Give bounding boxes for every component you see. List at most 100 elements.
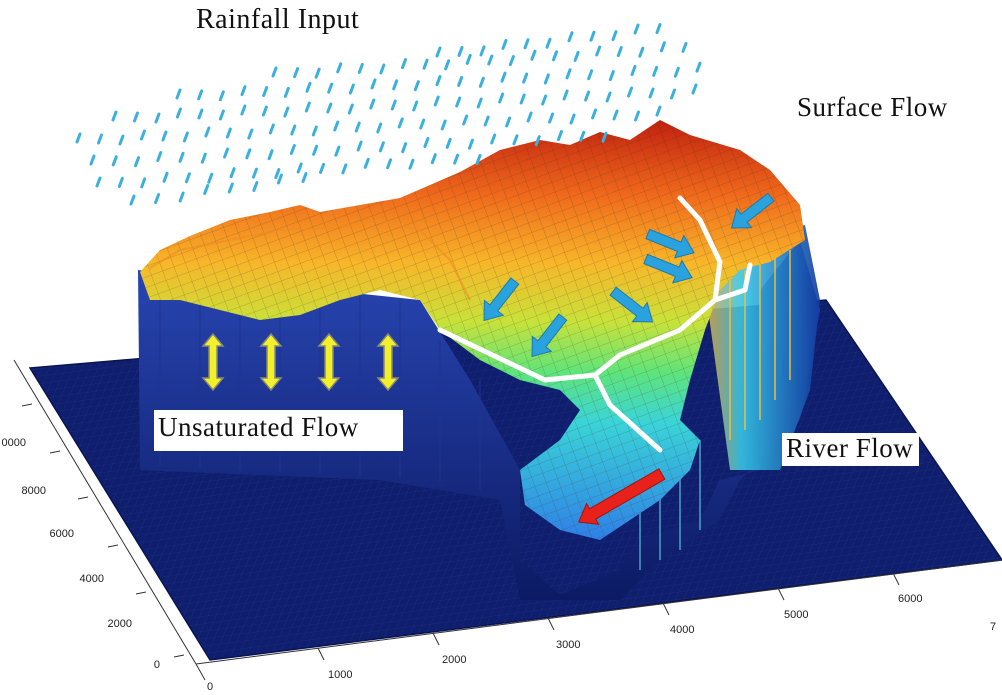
- rain-drop-icon: [490, 133, 497, 145]
- x-tick: 2000: [442, 654, 466, 666]
- rain-drop-icon: [695, 61, 702, 73]
- x-tick: 5000: [784, 609, 808, 621]
- rain-drop-icon: [290, 124, 297, 136]
- rain-drop-icon: [312, 144, 319, 156]
- rain-drop-icon: [433, 95, 440, 107]
- rain-drop-icon: [519, 93, 526, 105]
- rain-drop-icon: [245, 148, 252, 160]
- rain-drop-icon: [655, 23, 662, 35]
- rain-drop-icon: [476, 97, 483, 109]
- rain-drop-icon: [376, 122, 383, 134]
- rain-drop-icon: [197, 108, 204, 120]
- rain-drop-icon: [304, 101, 311, 113]
- rain-drop-icon: [483, 115, 490, 127]
- axis-frame: [13, 359, 1002, 665]
- rain-drop-icon: [378, 141, 385, 153]
- rain-drop-icon: [512, 134, 519, 146]
- rain-drop-icon: [523, 38, 530, 50]
- rain-drop-icon: [207, 172, 214, 184]
- rain-drop-icon: [526, 111, 533, 123]
- y-tick: 0: [154, 659, 160, 671]
- rain-drop-icon: [240, 85, 247, 97]
- terrain-surface: [140, 120, 805, 540]
- y-tick: 8000: [22, 485, 46, 497]
- x-tick: 7: [990, 621, 996, 633]
- rain-drop-icon: [445, 137, 452, 149]
- rain-drop-icon: [132, 111, 139, 123]
- rain-drop-icon: [161, 130, 168, 142]
- rain-drop-icon: [301, 172, 308, 183]
- rain-drop-icon: [569, 113, 576, 125]
- rain-drop-icon: [487, 54, 494, 66]
- x-tick-origin: 0: [207, 681, 213, 693]
- surface-flow-arrow-icon: [531, 313, 568, 358]
- rain-drop-icon: [333, 120, 340, 132]
- rain-drop-icon: [587, 69, 594, 81]
- rain-drop-icon: [691, 83, 698, 95]
- rain-drop-icon: [390, 99, 397, 111]
- rain-drop-icon: [505, 116, 512, 128]
- rain-drop-icon: [175, 107, 182, 119]
- rain-drop-icon: [392, 79, 399, 91]
- rain-drop-icon: [423, 137, 430, 148]
- rain-drop-icon: [422, 58, 429, 70]
- rain-drop-icon: [252, 181, 259, 192]
- x-axis-ticks: 0 1000 2000 3000 4000 5000 6000 7: [207, 593, 996, 693]
- rain-drop-icon: [659, 41, 666, 53]
- rain-drop-icon: [261, 105, 268, 117]
- rain-drop-icon: [455, 96, 462, 108]
- rain-drop-icon: [552, 50, 559, 62]
- rain-drop-icon: [435, 46, 442, 58]
- rain-drop-icon: [579, 130, 586, 142]
- rain-drop-icon: [182, 131, 189, 143]
- rain-drop-icon: [156, 151, 163, 162]
- rain-drop-icon: [268, 123, 275, 135]
- vertical-double-arrow-icon: [317, 332, 341, 392]
- x-tick: 3000: [556, 639, 580, 651]
- rain-drop-icon: [363, 157, 370, 169]
- rain-drop-icon: [465, 53, 472, 65]
- rain-drop-icon: [605, 91, 612, 103]
- rain-drop-icon: [240, 104, 247, 116]
- rain-drop-icon: [500, 71, 507, 83]
- rain-drop-icon: [184, 172, 191, 184]
- rain-drop-icon: [530, 49, 537, 61]
- y-tick: 0000: [2, 437, 26, 449]
- surface-flow-arrows: [483, 192, 775, 358]
- rainfall-input-label: Rainfall Input: [196, 4, 360, 35]
- rain-drop-icon: [608, 70, 615, 82]
- rain-drop-icon: [203, 184, 210, 195]
- rain-drop-icon: [200, 152, 207, 164]
- rain-drop-icon: [601, 131, 608, 143]
- rain-drop-icon: [681, 41, 688, 53]
- rain-drop-icon: [419, 118, 426, 130]
- rain-drop-icon: [413, 80, 420, 92]
- surface-flow-arrow-icon: [730, 192, 775, 229]
- rain-drop-icon: [369, 98, 376, 110]
- rain-drop-icon: [591, 108, 598, 120]
- rain-drop-icon: [319, 162, 326, 174]
- rain-drop-icon: [283, 86, 290, 98]
- rain-drop-icon: [534, 135, 541, 147]
- river-network: [437, 195, 753, 453]
- surface-flow-arrow-icon: [645, 228, 695, 259]
- rain-drop-icon: [501, 38, 508, 50]
- rain-drop-icon: [96, 133, 103, 145]
- rain-drop-icon: [611, 30, 618, 42]
- x-tick: 4000: [670, 624, 694, 636]
- rainfall-drops: [75, 23, 702, 206]
- rain-drop-icon: [401, 142, 408, 154]
- rain-drop-icon: [175, 88, 182, 100]
- rain-drop-icon: [129, 194, 136, 206]
- rain-drop-icon: [162, 171, 169, 183]
- surface-flow-arrow-icon: [483, 277, 520, 322]
- rain-drop-icon: [314, 67, 321, 79]
- rain-drop-icon: [548, 112, 555, 124]
- rain-drop-icon: [348, 83, 355, 95]
- rain-drop-icon: [354, 121, 361, 133]
- rain-drop-icon: [341, 163, 348, 175]
- rain-drop-icon: [75, 132, 82, 144]
- rain-drop-icon: [541, 94, 548, 106]
- rain-drop-icon: [479, 45, 486, 57]
- rain-drop-icon: [565, 68, 572, 80]
